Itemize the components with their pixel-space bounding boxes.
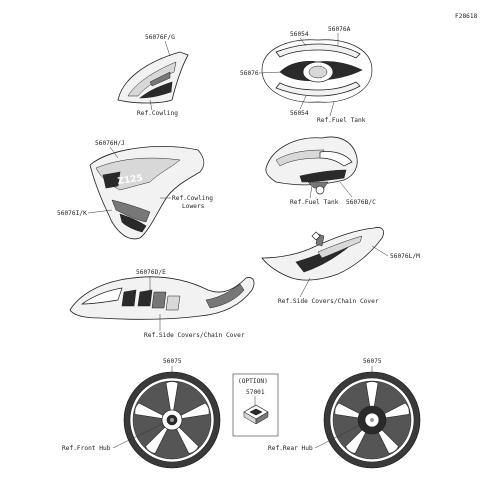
ref-side-covers-right: Ref.Side Covers/Chain Cover xyxy=(278,298,379,305)
callout-56054-bottom: 56054 xyxy=(290,110,309,117)
callout-56076fg: 56076F/G xyxy=(145,34,175,41)
callout-56076a: 56076A xyxy=(328,26,351,33)
fuel-tank-top-decal[interactable] xyxy=(261,39,373,103)
option-frame xyxy=(232,373,279,437)
callout-56075-rear: 56075 xyxy=(363,358,382,365)
option-label: (OPTION) xyxy=(238,378,268,385)
fuel-tank-side-decal[interactable] xyxy=(265,136,358,195)
option-part-57001[interactable] xyxy=(243,404,269,425)
callout-56076bc: 56076B/C xyxy=(346,199,376,206)
ref-cowling-lowers-line2: Lowers xyxy=(182,203,205,210)
ref-fuel-tank-top: Ref.Fuel Tank xyxy=(317,117,366,124)
rear-wheel[interactable] xyxy=(323,371,421,469)
callout-56076lm: 56076L/M xyxy=(390,253,420,260)
ref-front-hub: Ref.Front Hub xyxy=(62,445,111,452)
callout-56076: 56076 xyxy=(240,70,259,77)
callout-56076ik: 56076I/K xyxy=(57,210,87,217)
ref-cowling: Ref.Cowling xyxy=(137,110,178,117)
option-box: (OPTION) xyxy=(232,373,279,437)
front-cowling-decal[interactable] xyxy=(117,51,189,104)
callout-56076hj: 56076H/J xyxy=(95,140,125,147)
figure-code: F28618 xyxy=(455,13,478,20)
cowling-lowers-decal[interactable]: Z125 xyxy=(89,146,205,240)
z125-decal-lettering: Z125 xyxy=(117,174,143,187)
callout-56075-front: 56075 xyxy=(163,358,182,365)
callout-56076de: 56076D/E xyxy=(136,269,166,276)
callout-57001: 57001 xyxy=(246,389,265,396)
ref-side-covers-left: Ref.Side Covers/Chain Cover xyxy=(144,332,245,339)
side-cover-decal-right[interactable] xyxy=(261,227,384,281)
ref-rear-hub: Ref.Rear Hub xyxy=(268,445,313,452)
front-wheel[interactable] xyxy=(123,371,221,469)
callout-56054-top: 56054 xyxy=(290,31,309,38)
side-cover-decal-left[interactable] xyxy=(69,276,255,320)
ref-fuel-tank-mid: Ref.Fuel Tank xyxy=(290,199,339,206)
ref-cowling-lowers-line1: Ref.Cowling xyxy=(172,195,213,202)
